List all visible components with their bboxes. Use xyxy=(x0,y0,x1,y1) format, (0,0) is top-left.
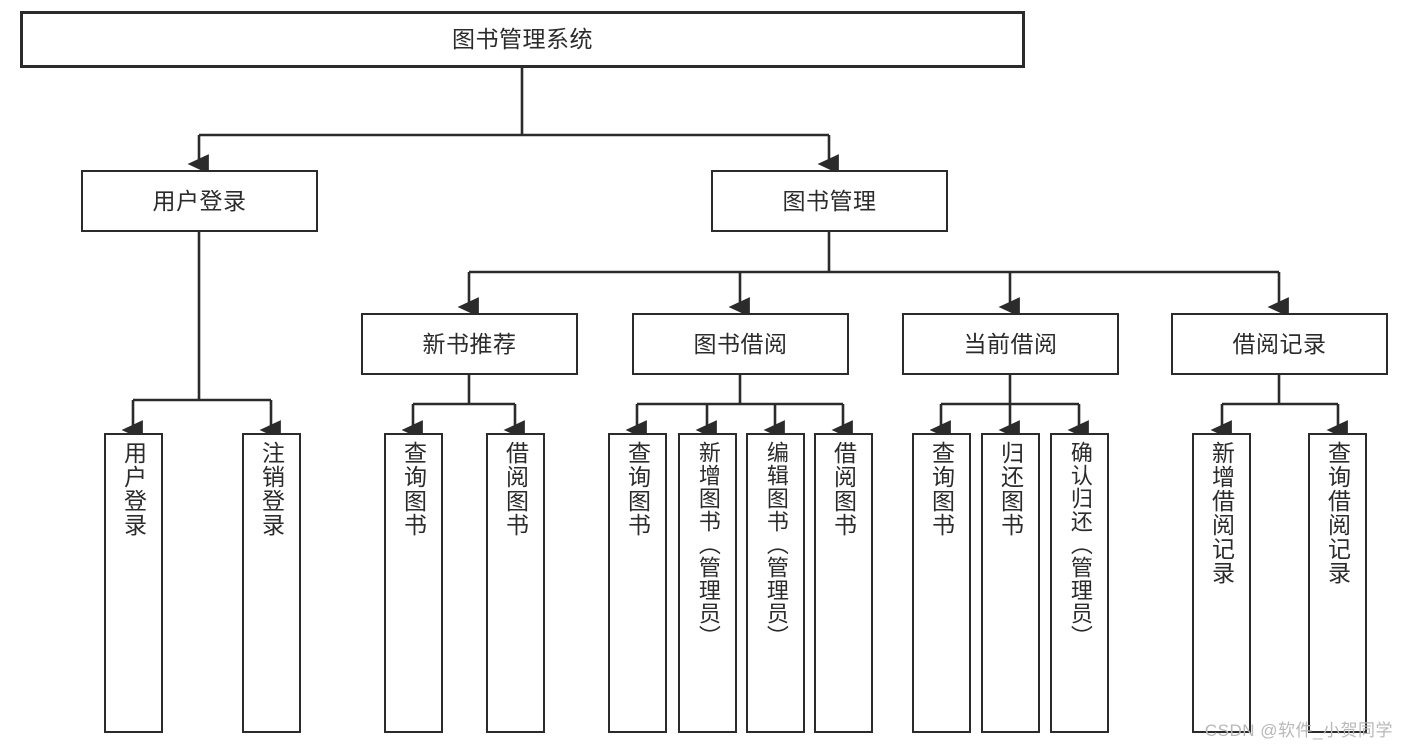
node-label: 查询图书 xyxy=(400,441,427,537)
node-label: 新增借阅记录 xyxy=(1208,441,1235,585)
node-leaf-add-book-admin[interactable]: 新增图书（管理员） xyxy=(678,433,737,733)
node-leaf-query-borrow-record[interactable]: 查询借阅记录 xyxy=(1308,433,1367,733)
node-label: 查询借阅记录 xyxy=(1324,441,1351,585)
node-root-book-management-system[interactable]: 图书管理系统 xyxy=(20,11,1025,68)
node-label: 借阅记录 xyxy=(1232,330,1327,357)
node-label: 图书借阅 xyxy=(693,330,788,357)
node-label: 归还图书 xyxy=(997,441,1024,537)
node-label: 用户登录 xyxy=(152,187,247,214)
node-label: 用户登录 xyxy=(120,441,147,537)
node-leaf-add-borrow-record[interactable]: 新增借阅记录 xyxy=(1192,433,1251,733)
node-leaf-edit-book-admin[interactable]: 编辑图书（管理员） xyxy=(746,433,805,733)
node-label: 图书管理 xyxy=(782,187,877,214)
node-current-borrow[interactable]: 当前借阅 xyxy=(902,313,1119,375)
node-label: 查询图书 xyxy=(624,441,651,537)
node-label: 编辑图书（管理员） xyxy=(763,441,789,648)
node-new-book-recommend[interactable]: 新书推荐 xyxy=(361,313,578,375)
node-label: 当前借阅 xyxy=(963,330,1058,357)
node-label: 借阅图书 xyxy=(502,441,529,537)
node-label: 查询图书 xyxy=(928,441,955,537)
node-leaf-return-book[interactable]: 归还图书 xyxy=(981,433,1040,733)
node-leaf-logout[interactable]: 注销登录 xyxy=(242,433,301,733)
node-label: 注销登录 xyxy=(258,441,285,537)
node-label: 新书推荐 xyxy=(422,330,517,357)
node-leaf-confirm-return-admin[interactable]: 确认归还（管理员） xyxy=(1050,433,1109,733)
node-label: 图书管理系统 xyxy=(452,26,593,53)
node-book-borrow[interactable]: 图书借阅 xyxy=(632,313,849,375)
node-borrow-record[interactable]: 借阅记录 xyxy=(1171,313,1388,375)
node-book-management[interactable]: 图书管理 xyxy=(711,170,948,232)
node-leaf-borrow-book-recommend[interactable]: 借阅图书 xyxy=(486,433,545,733)
node-label: 新增图书（管理员） xyxy=(695,441,721,648)
node-leaf-query-book-current[interactable]: 查询图书 xyxy=(912,433,971,733)
node-leaf-borrow-book[interactable]: 借阅图书 xyxy=(814,433,873,733)
node-leaf-query-book-borrow[interactable]: 查询图书 xyxy=(608,433,667,733)
node-label: 确认归还（管理员） xyxy=(1067,441,1093,648)
node-leaf-query-book-recommend[interactable]: 查询图书 xyxy=(384,433,443,733)
node-user-login[interactable]: 用户登录 xyxy=(81,170,318,232)
node-label: 借阅图书 xyxy=(830,441,857,537)
node-leaf-user-login[interactable]: 用户登录 xyxy=(104,433,163,733)
